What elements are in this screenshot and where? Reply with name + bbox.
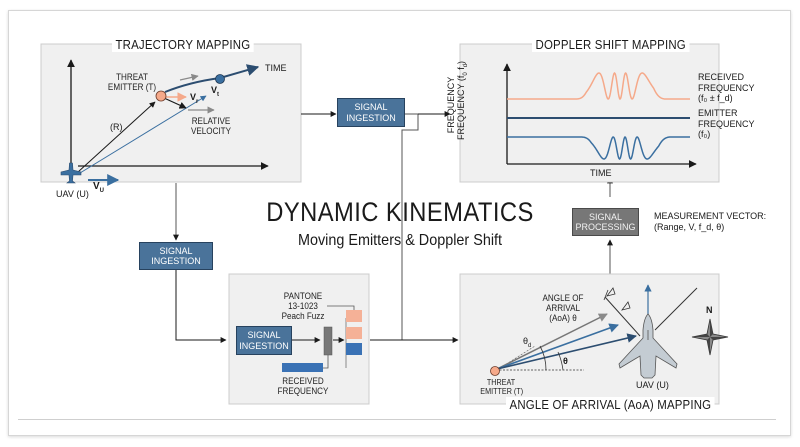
doppler-panel	[459, 43, 720, 183]
aoa-panel	[459, 273, 729, 405]
aoa-threat-emitter-marker	[490, 366, 500, 376]
vt-label: Vt	[211, 85, 220, 98]
vu-label: VU	[93, 181, 105, 194]
los-vector	[79, 95, 207, 174]
threat-emitter-label: THREAT EMITTER (T)	[107, 72, 157, 92]
ingestion-received-frequency-label: RECEIVED FREQUENCY	[277, 376, 329, 396]
ingestion-panel	[228, 273, 370, 405]
received-frequency-wave	[507, 71, 690, 101]
vr-label: Vr	[190, 92, 199, 105]
trajectory-panel-title: TRAJECTORY MAPPING	[112, 37, 254, 52]
uav-icon	[60, 162, 82, 184]
received-frequency-bar	[282, 363, 323, 372]
range-vector	[77, 101, 156, 173]
range-label: (R)	[110, 122, 123, 132]
compass-icon	[691, 318, 729, 356]
doppler-y-label: FREQUENCY FREQUENCY (f0 fd)	[446, 60, 469, 140]
antenna-element-1	[606, 287, 616, 297]
blue-swatch	[346, 343, 362, 355]
measurement-vector-label: MEASUREMENT VECTOR: (Range, V, f_d, θ)	[654, 211, 767, 232]
theta-label: θ	[563, 356, 568, 366]
north-label: N	[706, 305, 713, 315]
vt-arrow	[179, 73, 199, 81]
relative-vel-arrow	[163, 97, 187, 109]
uav-label: UAV (U)	[56, 189, 89, 199]
aoa-gray-ray	[496, 313, 608, 370]
threat-emitter-marker	[155, 90, 167, 102]
peach-swatch-1	[346, 310, 362, 322]
time-label: TIME	[265, 63, 287, 73]
uav-jet-icon	[618, 313, 678, 379]
received-frequency-label: RECEIVED FREQUENCY (f₀ ± f_d)	[698, 72, 755, 103]
doppler-panel-title: DOPPLER SHIFT MAPPING	[532, 37, 690, 52]
theta-d-label: θd	[523, 336, 532, 349]
emitter-frequency-label: EMITTER FREQUENCY (f₀)	[698, 108, 755, 139]
shifted-frequency-wave	[507, 136, 690, 160]
main-title: DYNAMIC KINEMATICS	[266, 197, 534, 227]
pantone-label: PANTONE 13-1023 Peach Fuzz	[281, 291, 325, 321]
vt-marker	[215, 74, 225, 84]
aoa-threat-emitter-label: THREAT EMITTER (T)	[480, 378, 524, 396]
aoa-uav-label: UAV (U)	[636, 380, 669, 390]
aoa-label: ANGLE OF ARRIVAL (AoA) θ	[542, 293, 584, 323]
footer-divider	[18, 419, 776, 420]
aoa-blue-ray-2	[496, 333, 637, 370]
filter-block	[323, 326, 333, 356]
doppler-x-label: TIME	[590, 168, 612, 178]
antenna-element-2	[621, 301, 631, 311]
main-subtitle: Moving Emitters & Doppler Shift	[297, 232, 503, 249]
trajectory-panel	[40, 43, 302, 186]
aoa-blue-ray-1	[496, 323, 619, 370]
relative-velocity-label: RELATIVE VELOCITY	[190, 116, 232, 136]
aoa-panel-title: ANGLE OF ARRIVAL (AoA) MAPPING	[506, 397, 715, 412]
peach-swatch-2	[346, 327, 362, 339]
